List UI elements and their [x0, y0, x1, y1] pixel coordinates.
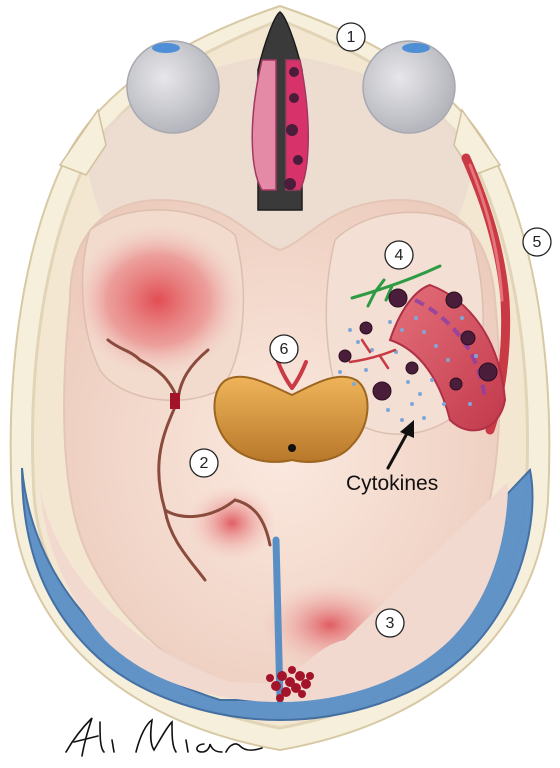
label-6: 6	[270, 335, 298, 363]
brainstem-aqueduct	[288, 444, 296, 452]
svg-text:4: 4	[395, 247, 404, 264]
svg-text:6: 6	[280, 341, 289, 358]
vessel-clot	[170, 393, 180, 409]
left-orbit	[127, 41, 219, 133]
svg-text:3: 3	[386, 615, 395, 632]
svg-text:5: 5	[533, 234, 542, 251]
label-5: 5	[523, 228, 551, 256]
label-3: 3	[376, 609, 404, 637]
label-1: 1	[337, 23, 365, 51]
svg-text:1: 1	[347, 29, 356, 46]
svg-text:2: 2	[200, 455, 209, 472]
right-orbit-highlight	[402, 43, 430, 53]
label-4: 4	[385, 241, 413, 269]
right-orbit	[363, 41, 455, 133]
label-2: 2	[190, 449, 218, 477]
left-hemorrhage	[73, 225, 243, 375]
cytokines-label: Cytokines	[346, 472, 438, 495]
left-orbit-highlight	[152, 43, 180, 53]
